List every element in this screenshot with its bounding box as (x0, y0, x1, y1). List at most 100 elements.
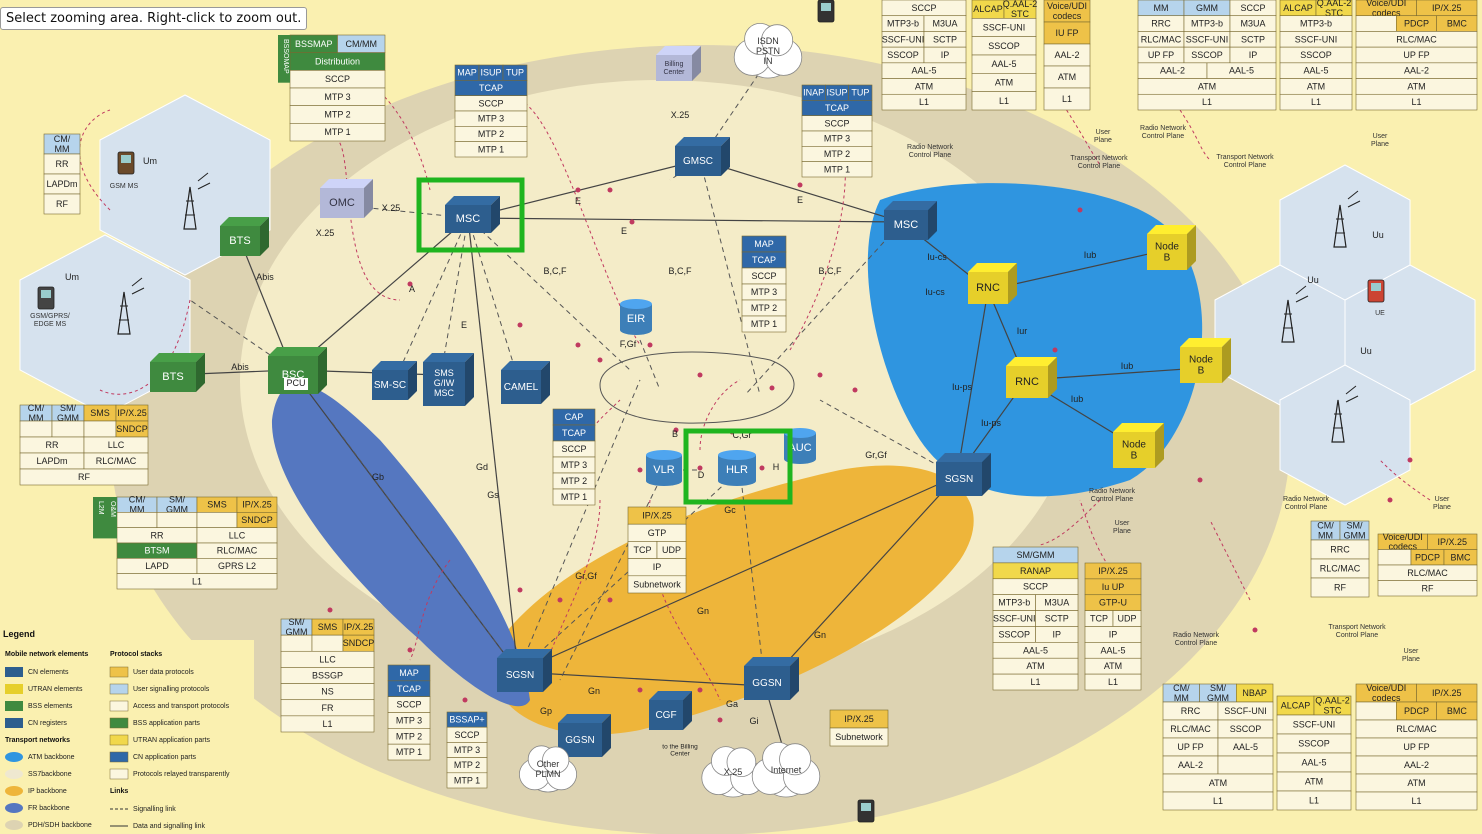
legend-item: Access and transport protocols (133, 703, 230, 710)
msc-left-node[interactable]: MSC (445, 196, 500, 233)
sgsn-bottom-node[interactable]: SGSN (497, 649, 552, 692)
sgsn-right-front-face (936, 462, 982, 496)
sms-gw-front-face (423, 362, 465, 406)
stack-cell-label: MAP (754, 239, 774, 249)
stack-cell-label: BSSGP (312, 671, 343, 681)
link-junction-dot (1052, 347, 1058, 353)
bts-top-node[interactable]: BTS (220, 217, 269, 256)
stack-cell-label: MTP 2 (324, 110, 350, 120)
stack-cell (1355, 791, 1478, 811)
data-signalling-link (764, 475, 958, 687)
bts-bottom-node[interactable]: BTS (150, 353, 205, 392)
legend-links-title: Links (110, 788, 128, 795)
stack-cell (19, 420, 53, 438)
ggsn-right-node[interactable]: GGSN (744, 657, 799, 700)
vlr-register[interactable]: VLR (646, 450, 682, 486)
rnc-top-label: RNC (976, 282, 1000, 294)
link-label: B,C,F (668, 266, 692, 276)
stack-cell-label: MTP 1 (454, 776, 480, 786)
stack-cell-label: MTP 2 (454, 761, 480, 771)
hlr-register[interactable]: HLR (718, 450, 756, 486)
stack-cell-label: IP/X.25 (344, 622, 374, 632)
stack-cell-label: SM/GMM (286, 617, 308, 637)
omc-node[interactable]: OMC (320, 179, 373, 218)
link-label: Gb (372, 472, 384, 482)
legend-swatch (5, 820, 23, 830)
stack-cell-label: RLC/MAC (1141, 35, 1182, 45)
rnc-top-node[interactable]: RNC (968, 263, 1017, 304)
msc-right-node[interactable]: MSC (884, 201, 937, 240)
link-label: E (621, 226, 627, 236)
sm-sc-node[interactable]: SM-SC (372, 361, 417, 400)
bts-bottom-front-face (150, 362, 196, 392)
stack-cell-label: L1 (322, 719, 332, 729)
bts-bottom-top-face (150, 353, 205, 362)
legend-swatch (5, 769, 23, 779)
rnc-bottom-front-face (1006, 366, 1048, 398)
stack-cell-label: Subnetwork (835, 732, 883, 742)
stack-cell (829, 727, 889, 747)
stack-cell-label: PDCP (1404, 706, 1429, 716)
stack-cell-label: ATM (1407, 82, 1425, 92)
stack-cell-label: Subnetwork (633, 580, 681, 590)
link-label: Iu-ps (981, 418, 1002, 428)
stack-cell-label: ATM (1209, 778, 1227, 788)
stack-cell (196, 512, 238, 528)
cgf-side-face (683, 691, 692, 730)
stack-cell-label: L1 (192, 577, 202, 587)
sgsn-right-node[interactable]: SGSN (936, 453, 991, 496)
link-label: X.25 (382, 203, 401, 213)
stack-cell-label: CM/MM (129, 495, 146, 515)
stack-cell-label: SSCOP (887, 50, 919, 60)
internet-puff (779, 743, 812, 776)
gmsc-node[interactable]: GMSC (675, 137, 730, 176)
stack-cell-label: CM/MM (1317, 521, 1334, 541)
cgf-node[interactable]: CGF (649, 691, 692, 730)
rnc-bottom-node[interactable]: RNC (1006, 357, 1057, 398)
legend-item: UTRAN elements (28, 686, 83, 693)
ss7-backbone-ring (599, 351, 795, 424)
ggsn-bottom-node[interactable]: GGSN (558, 714, 611, 757)
stack-cell-label: ATM (1026, 662, 1044, 672)
legend-item: User data protocols (133, 669, 194, 676)
ggsn-right-side-face (790, 657, 799, 700)
data-signalling-link (699, 159, 903, 223)
node-b-2-front-face (1180, 347, 1222, 383)
link-label: Uu (1307, 275, 1319, 285)
link-junction-dot (407, 281, 413, 287)
stack-cell-label: AAL-2 (1404, 66, 1429, 76)
stack-cell-label: MM (1154, 3, 1169, 13)
camel-node[interactable]: CAMEL (501, 361, 550, 404)
cell-hexagon (1279, 364, 1411, 506)
legend-item: User signalling protocols (133, 686, 210, 693)
stack-cell-label: GTP (648, 528, 667, 538)
stack-cell-label: MAP (457, 68, 477, 78)
stack-cell-label: IP/X.25 (1098, 566, 1128, 576)
stack-cell-label: IP/X.25 (1432, 688, 1462, 698)
data-signalling-link (291, 369, 519, 673)
link-label: F,Gf (620, 339, 637, 349)
signalling-link (819, 399, 958, 477)
node-b-1-top-face (1147, 225, 1196, 234)
eir-register[interactable]: EIR (620, 299, 652, 335)
transparent-protocol-link (99, 299, 191, 395)
stack-cell-label: AAL-5 (1303, 66, 1328, 76)
camel-front-face (501, 370, 541, 404)
ue-label: UE (1375, 310, 1385, 317)
